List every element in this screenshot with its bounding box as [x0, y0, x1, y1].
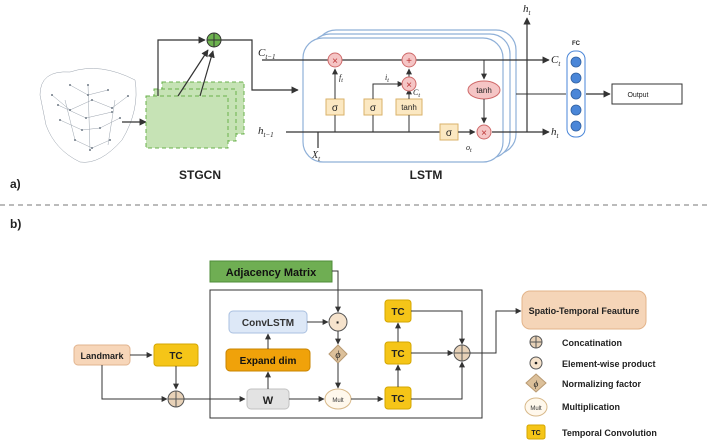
panel-a: STGCN Ct−1 Ct ht−1 ht ht Xt σ ft σ	[10, 3, 683, 191]
svg-text:tanh: tanh	[401, 103, 417, 112]
svg-text:+: +	[406, 56, 412, 67]
x-input-label: Xt	[311, 150, 321, 163]
candidate-gate: tanh	[395, 98, 423, 116]
stgcn-block-frame	[209, 289, 483, 419]
adjacency-matrix-label: Adjacency Matrix	[226, 267, 317, 279]
f-gate-label: ft	[339, 73, 343, 84]
panel-b: b) Adjacency Matrix ConvLSTM · ϕ Expand …	[10, 217, 657, 440]
tc-bottom-label: TC	[391, 394, 404, 405]
svg-text:Concatination: Concatination	[562, 338, 622, 348]
landmark-skip-line	[101, 365, 168, 402]
legend-item-element-wise-product: Element-wise product	[529, 356, 656, 370]
forget-multiply-op: ×	[327, 52, 343, 68]
h-next-label: ht	[551, 126, 560, 140]
svg-text:σ: σ	[446, 128, 453, 139]
tc-top-to-concat	[411, 310, 465, 345]
panel-a-label: a)	[10, 177, 21, 191]
fc-node-2	[570, 72, 582, 84]
input-gate: σ	[363, 98, 383, 116]
legend-item-temporal-convolution: TC Temporal Convolution	[526, 424, 657, 440]
tc-top-label: TC	[391, 307, 404, 318]
lstm-caption: LSTM	[410, 168, 443, 182]
svg-text:Temporal Convolution: Temporal Convolution	[562, 428, 657, 438]
fc-label: FC	[572, 41, 581, 47]
adjacency-line-right	[332, 270, 341, 313]
fc-nodes	[570, 56, 582, 132]
concat-node-b-cross	[454, 345, 470, 361]
tc-middle-label: TC	[391, 349, 404, 360]
expand-dim-label: Expand dim	[240, 356, 297, 367]
stgcn-skip-line	[157, 36, 206, 96]
convlstm-label: ConvLSTM	[242, 318, 294, 329]
fc-node-4	[570, 104, 582, 116]
svg-text:σ: σ	[332, 103, 339, 114]
svg-text:×: ×	[481, 128, 487, 139]
cell-tanh-op: tanh	[467, 80, 501, 100]
output-box	[611, 83, 683, 105]
concat-node-a-cross	[207, 33, 221, 47]
svg-text:Mult: Mult	[530, 406, 542, 412]
legend-item-normalizing-factor: ϕ Normalizing factor	[525, 373, 642, 393]
panel-b-label: b)	[10, 217, 21, 231]
mult-op-label: Mult	[332, 398, 344, 404]
phi-symbol: ϕ	[335, 350, 340, 361]
c-tilde-label: Ct	[413, 88, 420, 99]
input-multiply-op: ×	[401, 76, 417, 92]
stgcn-up-arrow-1	[177, 49, 209, 97]
stgcn-up-arrow-2	[199, 50, 215, 97]
svg-text:Element-wise product: Element-wise product	[562, 359, 656, 369]
svg-text:Normalizing factor: Normalizing factor	[562, 379, 642, 389]
concat-to-output	[470, 308, 522, 354]
landmark-label: Landmark	[80, 351, 124, 361]
o-gate-label: ot	[466, 143, 472, 154]
h-top-label: ht	[523, 3, 532, 17]
c-next-label: Ct	[551, 54, 561, 68]
output-gate: σ	[439, 123, 459, 141]
cell-add-op: +	[401, 52, 417, 68]
input-gate-out	[372, 81, 404, 99]
c-prev-label: Ct−1	[258, 47, 276, 61]
stgcn-stack	[145, 81, 245, 149]
fc-node-3	[570, 88, 582, 100]
dot-op-symbol: ·	[336, 314, 341, 330]
fc-node-5	[570, 120, 582, 132]
svg-text:TC: TC	[531, 430, 540, 437]
forget-gate: σ	[325, 98, 345, 116]
fc-node-1	[570, 56, 582, 68]
tc-bottom-to-concat	[411, 361, 465, 400]
face-landmark-graph	[39, 68, 137, 163]
output-multiply-op: ×	[476, 124, 492, 140]
svg-text:σ: σ	[370, 103, 377, 114]
legend-item-multiplication: Mult Multiplication	[524, 397, 620, 417]
h-prev-label: ht−1	[258, 125, 274, 139]
i-gate-label: it	[385, 73, 389, 84]
w-label: W	[263, 395, 274, 407]
svg-text:Multiplication: Multiplication	[562, 402, 620, 412]
svg-text:ϕ: ϕ	[534, 379, 539, 389]
svg-text:tanh: tanh	[476, 86, 492, 95]
tc-input-label: TC	[169, 351, 182, 362]
svg-text:×: ×	[332, 56, 338, 67]
concat-to-lstm-line	[221, 39, 299, 94]
legend-item-concatination: Concatination	[529, 335, 622, 349]
concat-node-input-cross	[168, 391, 184, 407]
output-box-label: Output	[627, 92, 648, 99]
stgcn-caption: STGCN	[179, 168, 221, 182]
spatio-temporal-output-label: Spatio-Temporal Feauture	[529, 306, 640, 316]
svg-text:×: ×	[406, 80, 412, 91]
spatio-temporal-output-box	[521, 290, 647, 330]
legend: Concatination Element-wise product ϕ Nor…	[524, 335, 657, 440]
